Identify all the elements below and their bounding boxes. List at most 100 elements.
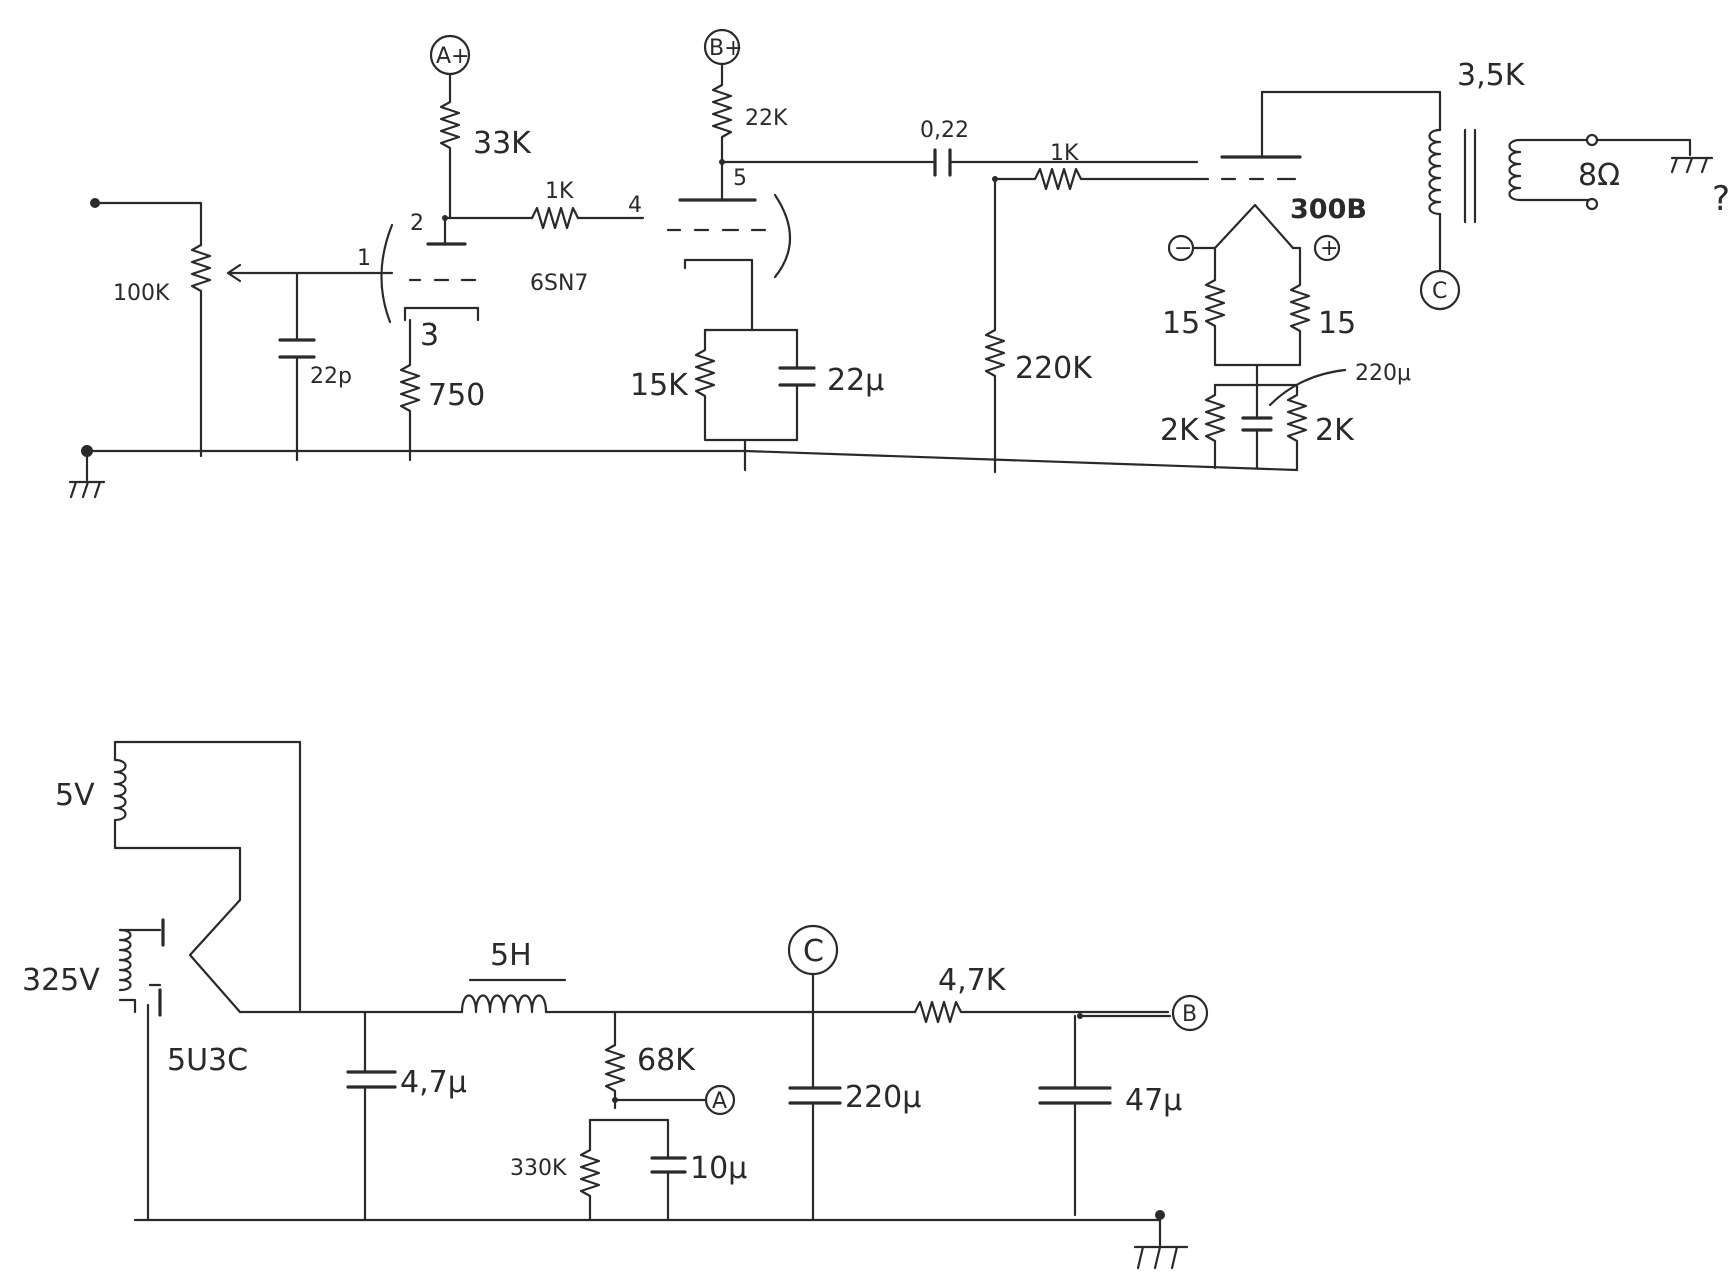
ground-question-label: ? <box>1712 179 1730 219</box>
main-capacitor <box>788 1086 842 1105</box>
main-cap-label: 220μ <box>845 1080 921 1115</box>
amp-ground-bus <box>85 449 1299 472</box>
divider-top-label: 68K <box>637 1043 696 1078</box>
divider-cap-label: 10μ <box>690 1151 747 1186</box>
tube-300b-anode-lead <box>1260 90 1442 159</box>
grid-leak-label: 220K <box>1015 351 1093 386</box>
hum-resistor-left <box>1204 278 1226 367</box>
cathode-bypass-capacitor <box>778 366 816 387</box>
cathode-resistor-2 <box>694 328 799 442</box>
speaker-terminal-cold <box>1585 197 1599 211</box>
pin-3-label: 3 <box>420 318 439 353</box>
rectifier-anode-leads <box>146 983 162 1222</box>
node-c-supply-label: C <box>803 934 824 969</box>
heater-winding <box>113 740 242 1014</box>
tube-300b-filament <box>1213 203 1295 250</box>
amp-ground-symbol <box>68 480 106 499</box>
grid-stopper-1 <box>530 206 645 230</box>
output-transformer-core <box>1463 128 1477 224</box>
node-b-plus-top-label: B+ <box>709 36 743 61</box>
speaker-ground-symbol <box>1670 156 1714 174</box>
series-res-label: 4,7K <box>938 963 1007 998</box>
divider-lower-network <box>588 1118 670 1222</box>
heater-winding-label: 5V <box>55 778 95 813</box>
grid-stopper-2-label: 1K <box>1050 141 1079 166</box>
bias-resistor-left <box>1204 383 1226 470</box>
tube-6sn7-envelope-1 <box>380 223 394 324</box>
plate-resistor-1-label: 33K <box>473 126 532 161</box>
grid-leak-resistor <box>984 177 1006 474</box>
output-transformer-label: 3,5K <box>1457 58 1526 93</box>
bias-cap-pointer <box>1268 368 1347 407</box>
series-resistor <box>913 1000 1170 1024</box>
ht-winding <box>118 928 132 992</box>
bias-cap-label: 220μ <box>1355 361 1411 386</box>
bias-res-left-label: 2K <box>1160 413 1200 448</box>
node-b-supply <box>1171 994 1209 1032</box>
input-cap-label: 22p <box>310 364 352 389</box>
bias-resistor-right <box>1286 383 1308 472</box>
cathode-resistor-1 <box>399 318 421 462</box>
speaker-terminal-hot <box>1585 133 1599 147</box>
coupling-cap-label: 0,22 <box>920 118 969 143</box>
node-a-supply-label: A <box>712 1089 727 1114</box>
divider-bottom-label: 330K <box>510 1156 567 1181</box>
tube-6sn7-envelope-2 <box>773 193 792 279</box>
speaker-ground-wire <box>1595 138 1692 157</box>
grid-stopper-1-label: 1K <box>545 179 574 204</box>
node-a-supply <box>704 1084 736 1116</box>
hum-resistor-right <box>1289 268 1311 367</box>
tube-6sn7-cathode-1 <box>403 306 480 322</box>
heater-winding-top <box>128 740 302 1012</box>
bias-res-right-label: 2K <box>1315 413 1355 448</box>
filament-minus-lead <box>1191 246 1217 282</box>
first-capacitor <box>346 1070 397 1089</box>
output-transformer-primary <box>1428 108 1442 274</box>
first-cap-label: 4,7μ <box>400 1065 467 1100</box>
pin-4-label: 4 <box>628 193 642 218</box>
node-b-supply-label: B <box>1182 1002 1197 1027</box>
rectifier-anodes <box>158 918 165 1017</box>
input-wire <box>93 201 203 247</box>
bias-capacitor <box>1241 416 1273 432</box>
node-c-top <box>1419 269 1461 311</box>
input-potentiometer <box>190 243 212 458</box>
ht-winding-leads <box>118 928 162 1014</box>
choke-label: 5H <box>490 938 532 973</box>
pin-5-label: 5 <box>733 166 747 191</box>
pot-label: 100K <box>113 281 170 306</box>
filament-plus-terminal <box>1313 234 1341 262</box>
tube-6sn7-cathode-2 <box>683 258 754 332</box>
node-a-plus-top-label: A+ <box>436 44 469 69</box>
divider-resistor-bottom <box>579 1148 601 1222</box>
plate-lead-1 <box>443 216 534 246</box>
filament-plus-lead <box>1291 246 1302 272</box>
hum-res-right-label: 15 <box>1318 306 1356 341</box>
node-c-top-label: C <box>1432 279 1447 304</box>
plate-resistor-1 <box>439 72 461 220</box>
final-cap-label: 47μ <box>1125 1083 1182 1118</box>
tube-output-label: 300B <box>1290 194 1367 225</box>
final-capacitor <box>1038 1086 1112 1105</box>
choke-coil <box>460 994 617 1047</box>
output-transformer-secondary <box>1508 138 1592 202</box>
divider-resistor-top <box>604 1043 626 1110</box>
input-capacitor <box>278 338 316 359</box>
speaker-impedance-label: 8Ω <box>1578 158 1620 193</box>
filament-minus-label: − <box>1174 236 1192 261</box>
hum-res-left-label: 15 <box>1162 306 1200 341</box>
filament-plus-label: + <box>1320 236 1338 261</box>
pin-2-label: 2 <box>410 211 424 236</box>
pin-1-label: 1 <box>357 246 371 271</box>
rectifier-label: 5U3C <box>167 1043 248 1078</box>
grid-stopper-2 <box>993 167 1197 191</box>
divider-capacitor <box>650 1156 687 1174</box>
coupling-capacitor <box>933 148 952 177</box>
hum-junction <box>1213 363 1302 387</box>
plate-resistor-2-label: 22K <box>745 106 788 131</box>
cathode-bypass-label: 22μ <box>827 363 884 398</box>
ht-winding-label: 325V <box>22 963 100 998</box>
supply-ground-symbol <box>1133 1245 1189 1270</box>
tube-driver-label: 6SN7 <box>530 271 588 296</box>
